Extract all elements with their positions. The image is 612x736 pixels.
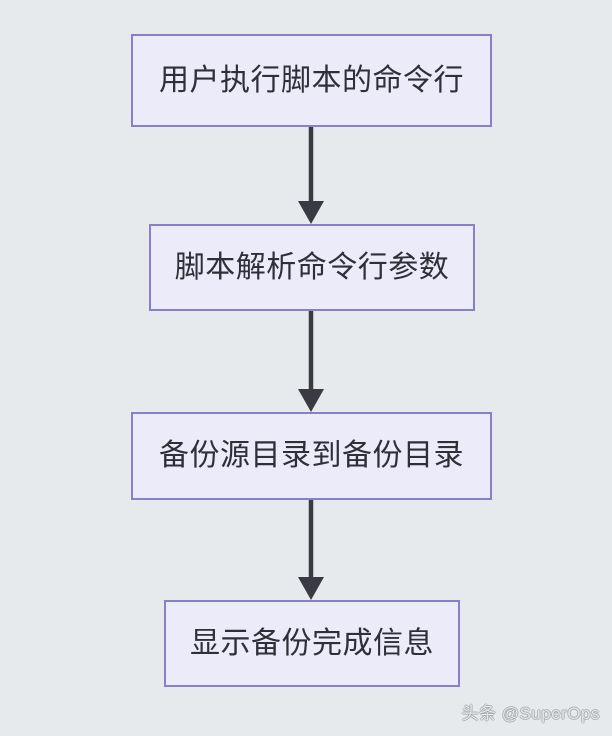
arrow-head bbox=[298, 577, 324, 600]
flowchart-node-label: 备份源目录到备份目录 bbox=[159, 439, 464, 472]
flowchart-node-label: 脚本解析命令行参数 bbox=[174, 250, 450, 284]
flowchart-arrow-2 bbox=[298, 311, 324, 412]
flowchart-node-user-runs-command[interactable]: 用户执行脚本的命令行 bbox=[131, 34, 492, 127]
flowchart-arrow-3 bbox=[298, 500, 324, 600]
arrow-head bbox=[298, 201, 324, 224]
flowchart-arrow-1 bbox=[298, 127, 324, 224]
flowchart-node-show-completion-message[interactable]: 显示备份完成信息 bbox=[164, 600, 460, 687]
flowchart-node-backup-source-to-target[interactable]: 备份源目录到备份目录 bbox=[131, 412, 492, 500]
watermark: 头条 @SuperOps bbox=[461, 704, 600, 723]
arrow-head bbox=[298, 389, 324, 412]
flowchart-node-label: 用户执行脚本的命令行 bbox=[159, 63, 464, 97]
flowchart-node-label: 显示备份完成信息 bbox=[190, 626, 434, 660]
flowchart-node-parse-arguments[interactable]: 脚本解析命令行参数 bbox=[149, 224, 475, 311]
